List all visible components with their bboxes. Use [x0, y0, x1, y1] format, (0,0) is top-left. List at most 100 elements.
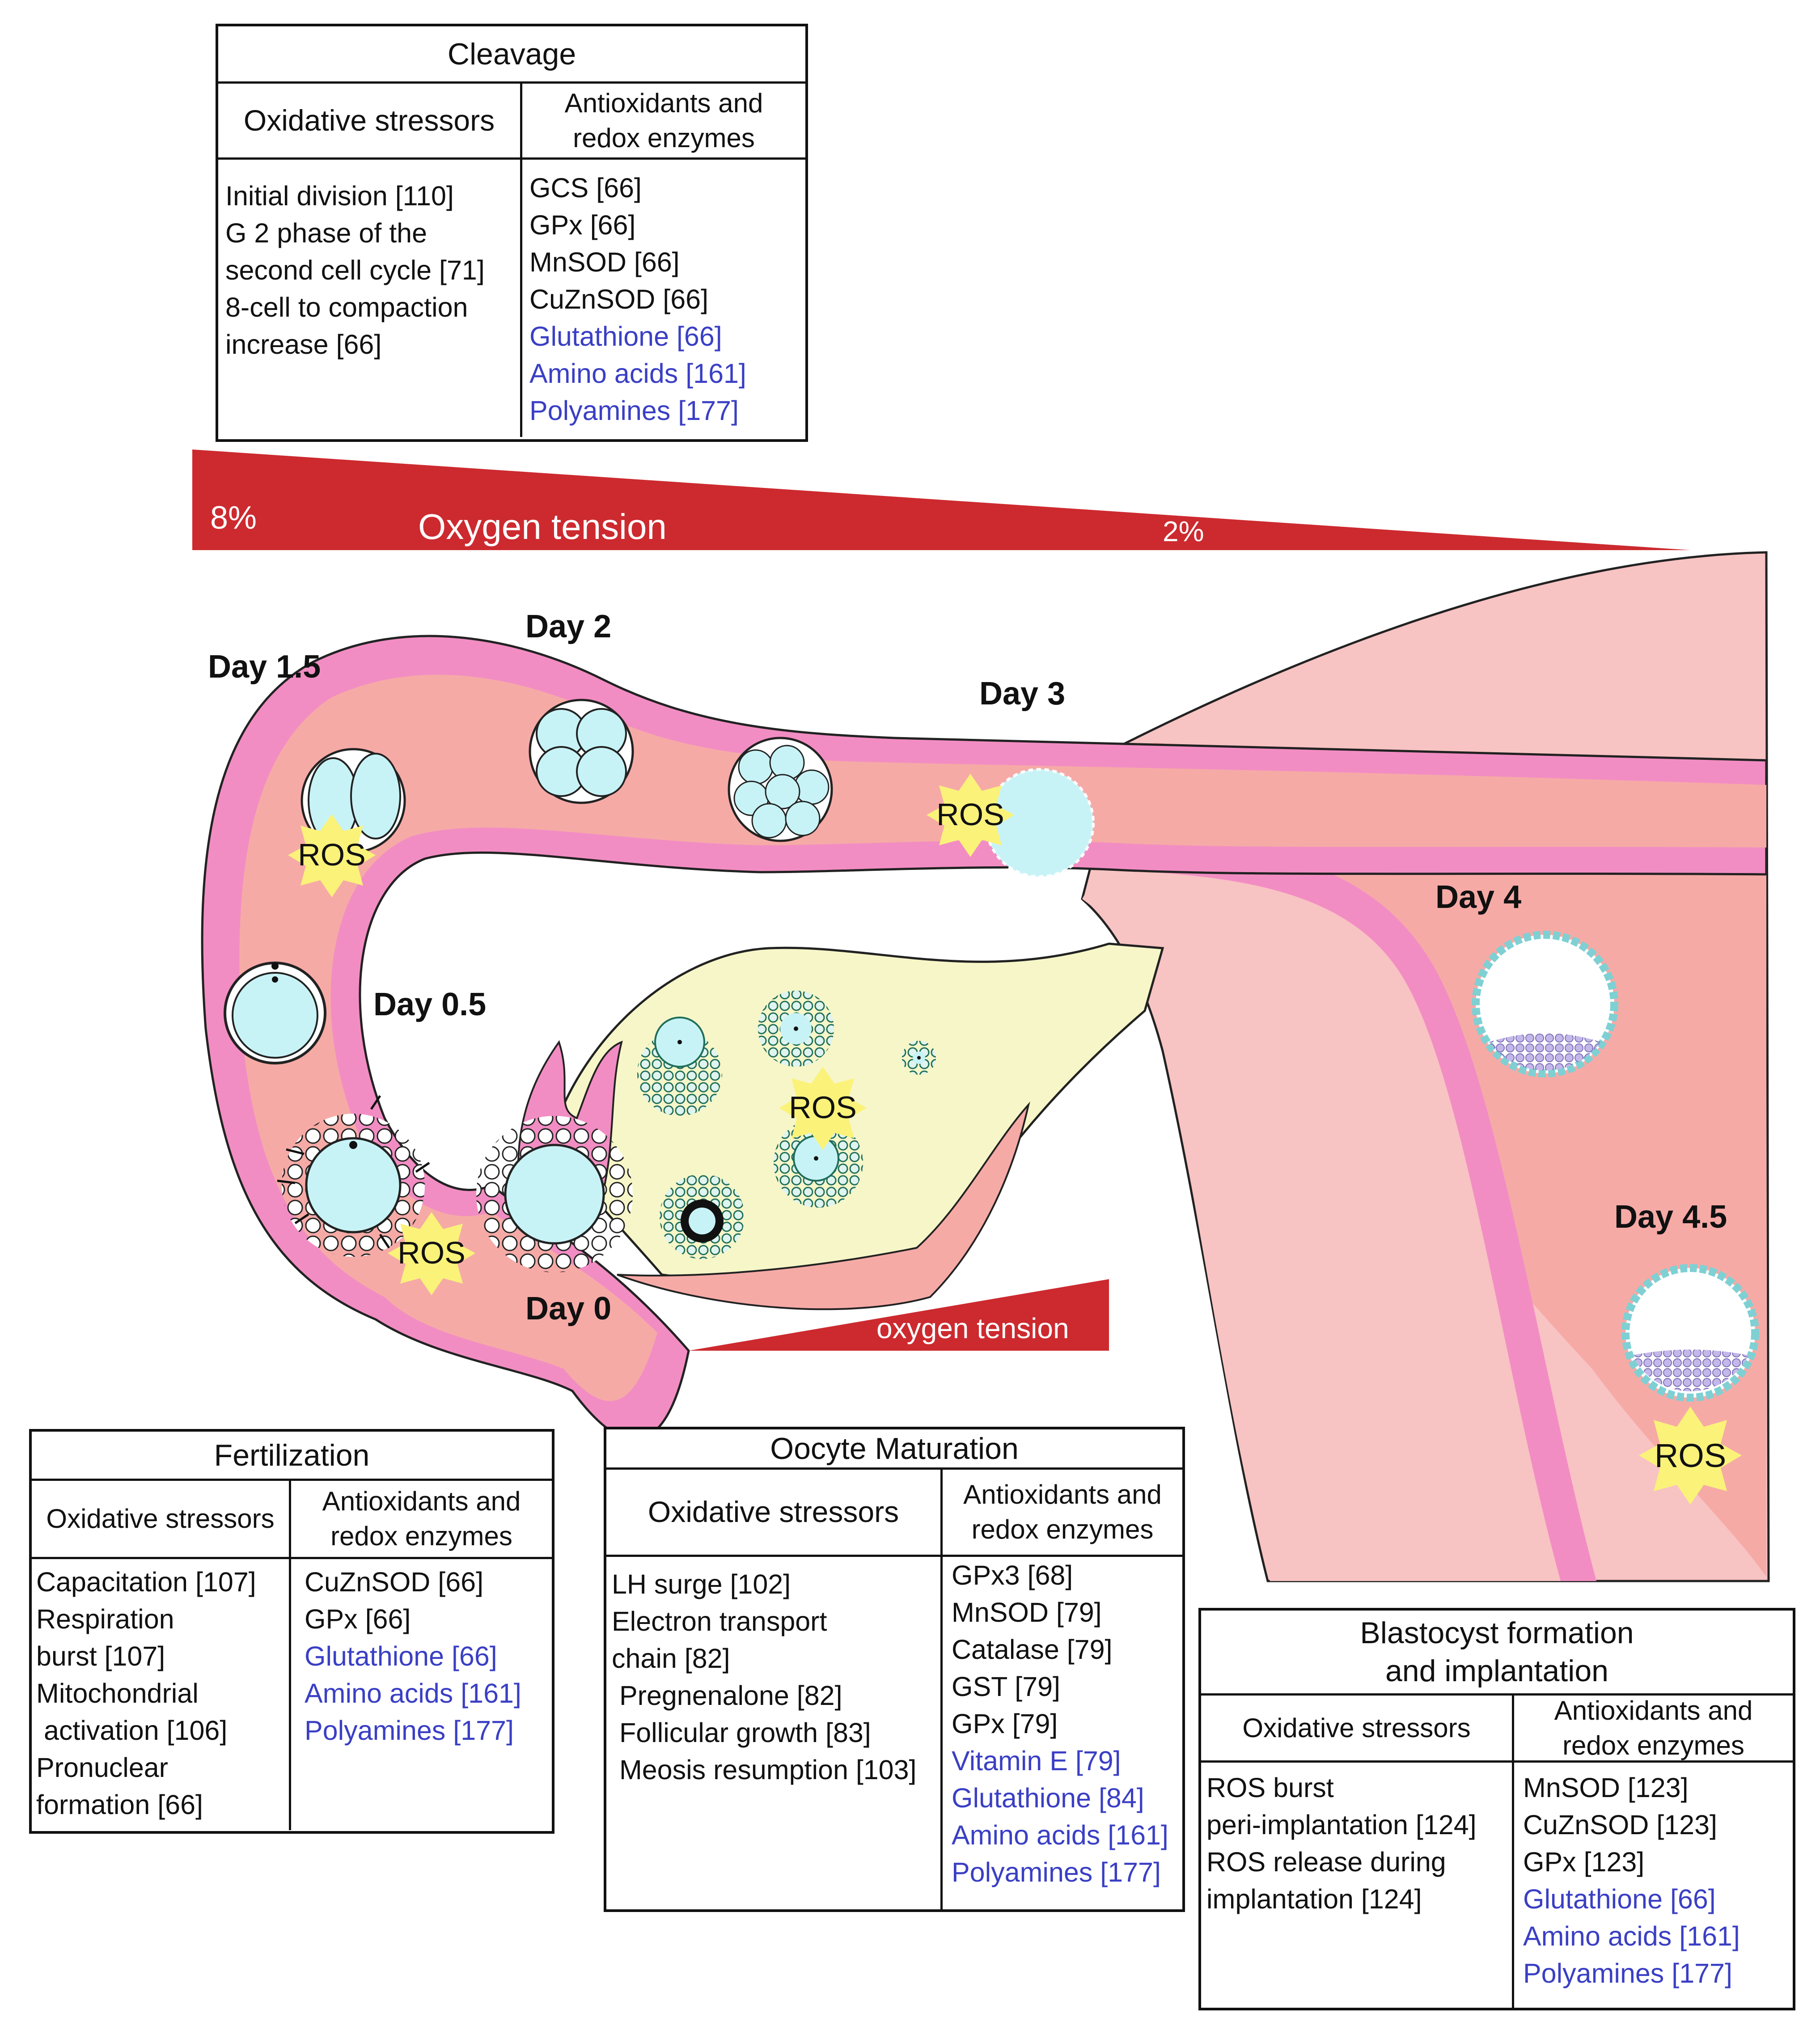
day-label-3: Day 3 — [979, 676, 1065, 712]
ros-star-4 — [779, 1067, 867, 1150]
list-item: Respiration — [36, 1604, 174, 1634]
list-item: formation [66] — [36, 1789, 203, 1820]
ros-star-2 — [388, 1212, 475, 1295]
day-label-0-5: Day 0.5 — [373, 987, 486, 1022]
list-item: second cell cycle [71] — [225, 255, 485, 285]
fertilization-stressors: Capacitation [107] Respiration burst [10… — [32, 1559, 291, 1830]
list-item: Electron transport — [612, 1606, 827, 1636]
list-item: chain [82] — [612, 1643, 730, 1674]
list-item: Amino acids [161] — [305, 1678, 521, 1709]
list-item: CuZnSOD [66] — [529, 284, 709, 314]
list-item: Polyamines [177] — [952, 1857, 1161, 1887]
list-item: Polyamines [177] — [1523, 1958, 1732, 1988]
list-item: Glutathione [84] — [952, 1783, 1144, 1813]
list-item: peri-implantation [124] — [1206, 1810, 1477, 1840]
list-item: Amino acids [161] — [1523, 1921, 1740, 1951]
list-item: Glutathione [66] — [529, 321, 722, 352]
list-item: 8-cell to compaction — [225, 292, 468, 322]
ros-bursts: ROS ROS ROS ROS ROS — [288, 774, 1742, 1505]
blastocyst-stressor-header: Oxidative stressors — [1201, 1696, 1514, 1760]
fertilization-table: Fertilization Oxidative stressors Antiox… — [29, 1429, 554, 1834]
ros-label-1: ROS — [298, 837, 366, 872]
fertilization-antioxidants: CuZnSOD [66] GPx [66] Glutathione [66] A… — [291, 1559, 552, 1830]
ros-star-1 — [288, 814, 376, 897]
blastocyst-table: Blastocyst formation and implantation Ox… — [1198, 1608, 1795, 2010]
list-item: MnSOD [66] — [529, 247, 680, 277]
day-label-2: Day 2 — [525, 609, 611, 644]
oxygen-gradient-ovary: oxygen tension — [689, 1279, 1109, 1351]
eight-cell-embryo — [728, 737, 833, 842]
oxygen-gradient-top: 8% Oxygen tension 2% — [192, 449, 1690, 550]
list-item: Polyamines [177] — [305, 1715, 514, 1746]
list-item: GPx [123] — [1523, 1847, 1645, 1877]
list-item: GCS [66] — [529, 173, 642, 203]
day-label-4-5: Day 4.5 — [1614, 1199, 1727, 1235]
blastocyst-stressors: ROS burst peri-implantation [124] ROS re… — [1201, 1763, 1514, 2008]
ovary-oxygen-label: oxygen tension — [876, 1312, 1069, 1344]
list-item: GPx [66] — [305, 1604, 411, 1634]
list-item: CuZnSOD [123] — [1523, 1810, 1717, 1840]
oxygen-end-value: 2% — [1163, 515, 1204, 547]
list-item: Capacitation [107] — [36, 1567, 256, 1597]
list-item: ROS release during — [1206, 1847, 1446, 1877]
list-item: G 2 phase of the — [225, 218, 427, 248]
cleavage-title: Cleavage — [218, 26, 805, 84]
list-item: implantation [124] — [1206, 1884, 1422, 1914]
list-item: activation [106] — [36, 1715, 228, 1746]
list-item: increase [66] — [225, 329, 382, 360]
uterine-wall-band — [1082, 834, 1596, 1581]
day-label-4: Day 4 — [1435, 879, 1521, 915]
list-item: Polyamines [177] — [529, 395, 739, 426]
list-item: Pronuclear — [36, 1752, 168, 1783]
list-item: Glutathione [66] — [305, 1641, 497, 1671]
oxygen-gradient-label: Oxygen tension — [418, 507, 667, 547]
list-item: Follicular growth [83] — [612, 1717, 871, 1748]
fertilization-title: Fertilization — [32, 1432, 552, 1481]
cleavage-antioxidants: GCS [66] GPx [66] MnSOD [66] CuZnSOD [66… — [522, 160, 805, 437]
day-label-0: Day 0 — [525, 1291, 611, 1327]
oocyte-antioxidant-header: Antioxidants and redox enzymes — [963, 1480, 1162, 1544]
oxygen-start-value: 8% — [210, 500, 257, 536]
blastocyst-antioxidants: MnSOD [123] CuZnSOD [123] GPx [123] Glut… — [1514, 1763, 1793, 2008]
ros-label-4: ROS — [789, 1090, 857, 1125]
day-label-1-5: Day 1.5 — [208, 649, 321, 685]
list-item: Pregnenalone [82] — [612, 1680, 842, 1711]
uterine-wall-pink — [1118, 834, 1596, 1581]
list-item: Glutathione [66] — [1523, 1884, 1716, 1914]
ros-label-3: ROS — [936, 797, 1004, 832]
list-item: GPx [79] — [952, 1709, 1058, 1739]
list-item: LH surge [102] — [612, 1569, 791, 1599]
blastocyst-title: Blastocyst formation and implantation — [1201, 1611, 1793, 1696]
ovulated-oocyte — [476, 1116, 633, 1272]
list-item: Amino acids [161] — [952, 1820, 1168, 1850]
ros-label-2: ROS — [398, 1235, 466, 1270]
list-item: MnSOD [123] — [1523, 1772, 1689, 1803]
ovary — [553, 942, 1164, 1287]
list-item: Meosis resumption [103] — [612, 1755, 917, 1785]
four-cell-embryo — [529, 699, 634, 804]
blastocyst-day4-5 — [1621, 1264, 1759, 1402]
day-labels: Day 0 Day 0.5 Day 1.5 Day 2 Day 3 Day 4 … — [208, 609, 1727, 1327]
oocyte-stressors: LH surge [102] Electron transport chain … — [606, 1557, 943, 1909]
ovary-pink-side — [617, 1101, 1030, 1310]
oocyte-antioxidants: GPx3 [68] MnSOD [79] Catalase [79] GST [… — [943, 1557, 1182, 1909]
ros-label-5: ROS — [1655, 1437, 1726, 1474]
cleavage-table: Cleavage Oxidative stressors Antioxidant… — [216, 24, 808, 442]
follicles — [637, 991, 936, 1259]
oocyte-maturation-table: Oocyte Maturation Oxidative stressors An… — [604, 1427, 1185, 1912]
list-item: Vitamin E [79] — [952, 1746, 1121, 1776]
list-item: Amino acids [161] — [529, 358, 746, 389]
list-item: MnSOD [79] — [952, 1597, 1102, 1628]
ros-star-5 — [1639, 1407, 1742, 1505]
list-item: Mitochondrial — [36, 1678, 199, 1709]
ros-star-3 — [927, 774, 1014, 857]
cleavage-stressor-header: Oxidative stressors — [218, 84, 522, 157]
oocyte-title: Oocyte Maturation — [606, 1429, 1182, 1470]
cleavage-stressors: Initial division [110] G 2 phase of the … — [218, 160, 522, 437]
list-item: GPx [66] — [529, 210, 636, 240]
fertilizing-oocyte — [277, 1095, 430, 1257]
list-item: CuZnSOD [66] — [305, 1567, 484, 1597]
list-item: GPx3 [68] — [952, 1560, 1073, 1590]
blastocyst-antioxidant-header: Antioxidants and redox enzymes — [1554, 1695, 1753, 1760]
